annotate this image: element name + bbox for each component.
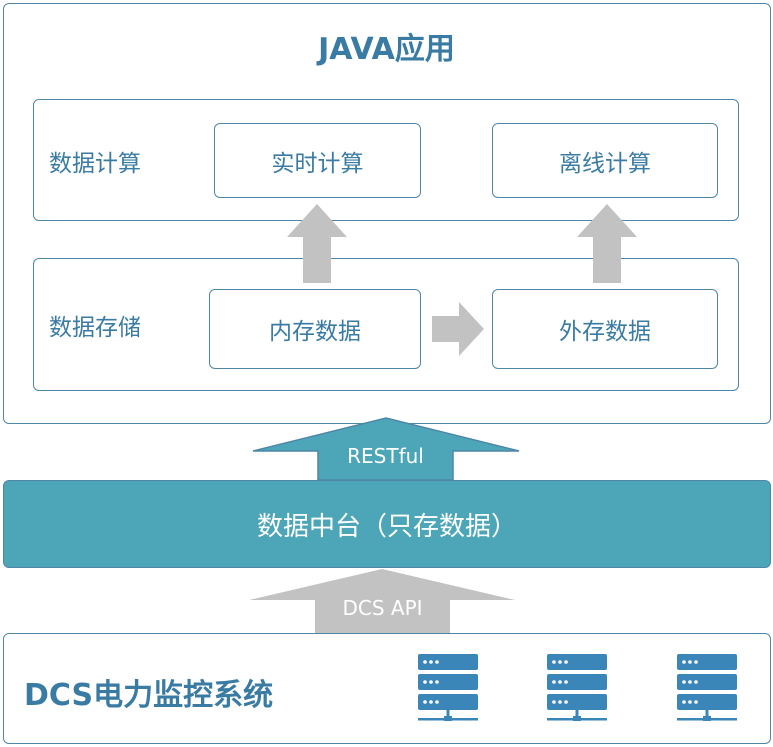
server-icon: [677, 654, 737, 721]
server-icon: [547, 654, 607, 721]
server-icon: [418, 654, 478, 721]
external-data-box: 外存数据: [492, 289, 718, 369]
memory-to-external-arrow: [432, 302, 484, 356]
dcs-api-label: DCS API: [342, 596, 423, 620]
dcs-system-label: DCS电力监控系统: [24, 678, 274, 713]
storage-layer-label: 数据存储: [49, 315, 141, 341]
data-middle-platform: 数据中台（只存数据）: [3, 480, 771, 568]
memory-data-box: 内存数据: [209, 289, 421, 369]
java-app-title: JAVA应用: [318, 32, 455, 67]
dcs-system-container: [3, 633, 771, 744]
realtime-compute-box: 实时计算: [214, 123, 421, 198]
offline-compute-box: 离线计算: [492, 123, 718, 198]
memory-to-realtime-arrow: [287, 204, 347, 283]
external-to-offline-arrow: [577, 204, 637, 283]
restful-label: RESTful: [347, 444, 424, 468]
compute-layer-label: 数据计算: [49, 151, 141, 177]
